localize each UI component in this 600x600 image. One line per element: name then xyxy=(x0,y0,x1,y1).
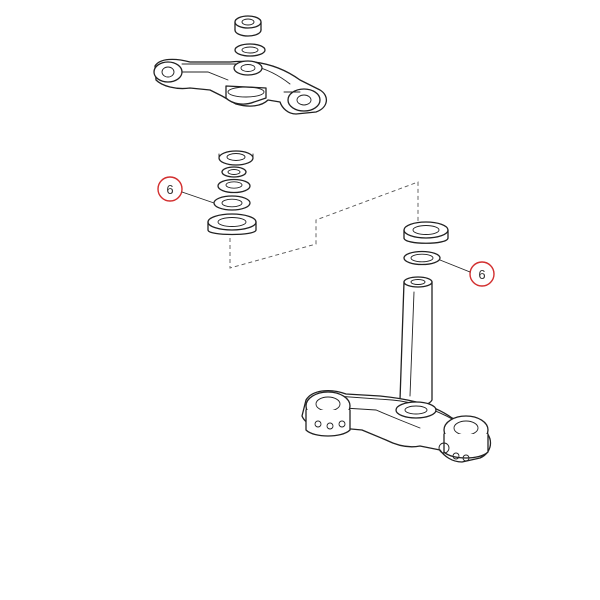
top-nut xyxy=(234,15,262,37)
stack-ring-2 xyxy=(221,166,247,178)
callout-right[interactable]: 6 xyxy=(469,261,495,287)
left-bearing-stack xyxy=(207,150,257,236)
stem-seal-ring xyxy=(403,250,441,266)
upper-triple-clamp xyxy=(153,15,327,115)
stack-ring-3 xyxy=(217,178,251,194)
stack-ring-1 xyxy=(218,150,254,166)
lower-bearing-race xyxy=(207,213,257,236)
stem-upper-bearing xyxy=(403,221,449,244)
callout-left-label: 6 xyxy=(166,182,173,197)
top-washer xyxy=(234,43,266,57)
callout-right-circle xyxy=(469,261,495,287)
callout-left-leader xyxy=(181,191,215,204)
callout-right-label: 6 xyxy=(478,267,485,282)
assembly-guide-line xyxy=(229,181,419,269)
stack-ring-4-seal xyxy=(213,195,251,211)
callout-left[interactable]: 6 xyxy=(157,176,183,202)
callout-right-leader xyxy=(439,259,471,273)
callout-left-circle xyxy=(157,176,183,202)
lower-triple-clamp-with-stem xyxy=(301,276,492,463)
